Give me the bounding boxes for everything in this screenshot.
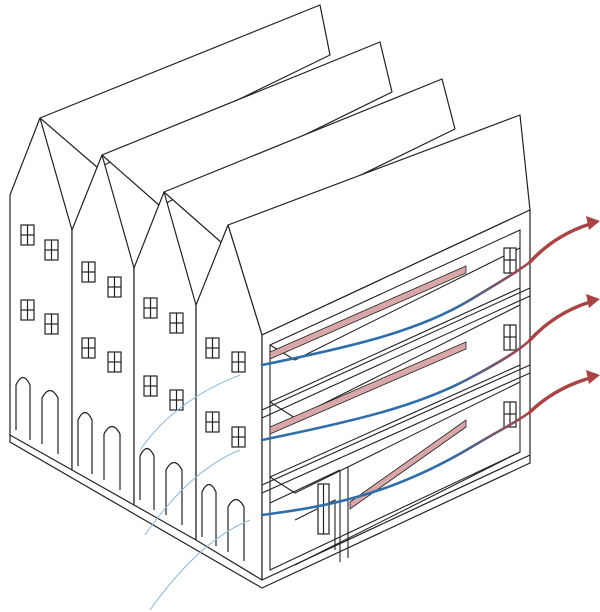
arched-door-icon: [202, 485, 216, 547]
window-icon: [108, 277, 121, 297]
arrow-heads: [586, 216, 600, 384]
arched-door-icon: [104, 427, 120, 491]
exhaust-arrows: [530, 224, 590, 412]
window-icon: [206, 338, 219, 358]
arched-door-icon: [16, 378, 30, 441]
window-icon: [144, 376, 157, 396]
window-icon: [504, 248, 516, 273]
arrow-head: [586, 216, 600, 230]
window-icon: [170, 313, 183, 333]
arched-door-icon: [166, 463, 182, 526]
airflow-arrow-icon: [530, 224, 590, 262]
arrow-head: [586, 294, 600, 308]
arrow-head: [586, 370, 600, 384]
arched-door-icon: [78, 413, 92, 475]
window-icon: [45, 314, 58, 334]
window-icon: [21, 225, 34, 245]
window-icon: [21, 300, 34, 320]
arched-door-icon: [42, 391, 58, 455]
airflow-arrow-icon: [530, 378, 590, 412]
window-icon: [82, 262, 95, 282]
window-icon: [144, 298, 157, 318]
arched-door-icon: [140, 449, 154, 511]
window-icon: [206, 412, 219, 432]
airflow-arrow-icon: [530, 302, 590, 340]
window-icon: [318, 484, 329, 534]
window-icon: [45, 240, 58, 260]
window-icon: [504, 325, 516, 350]
window-icon: [82, 338, 95, 358]
window-icon: [108, 352, 121, 372]
window-icon: [232, 352, 245, 372]
window-icon: [232, 427, 245, 447]
